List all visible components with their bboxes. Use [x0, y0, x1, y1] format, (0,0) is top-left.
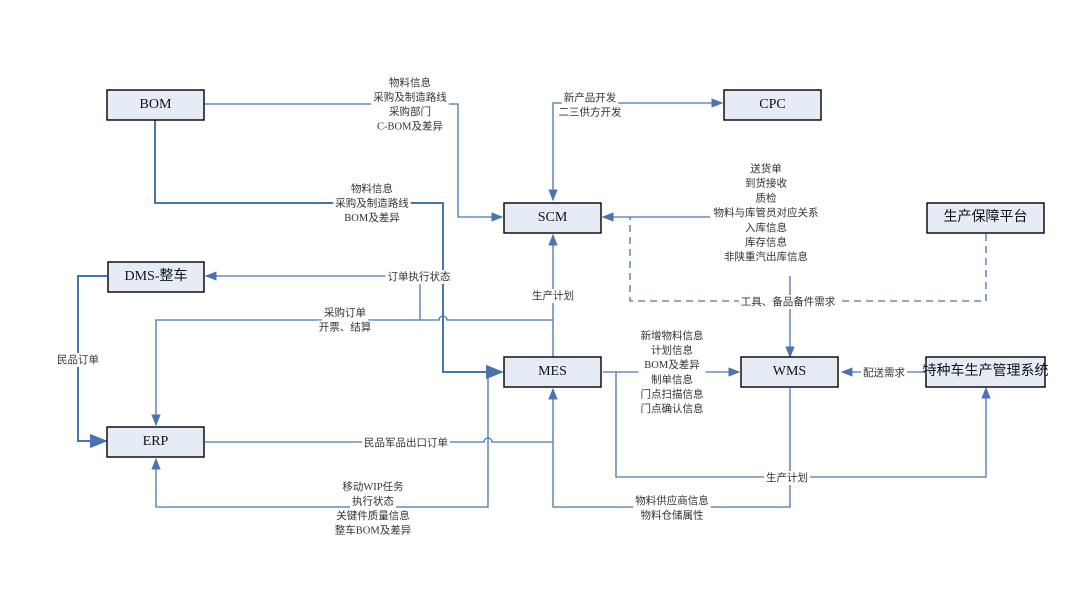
edge-mes-erp	[151, 372, 489, 508]
edge-label-line: 订单执行状态	[388, 270, 451, 283]
edge-label-line: 采购订单	[324, 306, 366, 319]
edge-label-scm-dms: 订单执行状态	[385, 270, 453, 284]
edge-label-platform-wms: 工具、备品备件需求	[738, 295, 838, 309]
edge-label-line: 采购部门	[389, 105, 431, 118]
edge-label-special-wms: 配送需求	[861, 366, 907, 380]
edge-label-line: 新增物料信息	[641, 329, 704, 342]
edge-label-line: 非陕重汽出库信息	[724, 250, 808, 263]
node-cpc[interactable]: CPC	[723, 89, 822, 121]
node-erp[interactable]: ERP	[106, 426, 205, 458]
edge-label-line: 二三供方开发	[559, 106, 622, 119]
node-mes[interactable]: MES	[503, 356, 602, 388]
node-bom-label: BOM	[140, 97, 172, 112]
edge-label-line: 入库信息	[745, 221, 787, 234]
edge-bom-scm	[204, 103, 504, 222]
edge-label-line: C-BOM及差异	[377, 120, 443, 133]
edge-label-line: 物料信息	[389, 76, 431, 89]
node-scm[interactable]: SCM	[503, 202, 602, 234]
edge-label-line: 到货接收	[745, 177, 787, 190]
node-mes-label: MES	[538, 364, 567, 379]
edge-label-line: 采购及制造路线	[335, 197, 409, 210]
edge-label-line: 送货单	[750, 162, 782, 175]
edge-label-line: 新产品开发	[564, 91, 617, 104]
edge-label-line: 生产计划	[532, 289, 574, 302]
edge-bom-mes	[154, 120, 504, 380]
edge-label-erp-mes: 民品军品出口订单	[362, 436, 450, 450]
edge-label-line: 质检	[756, 191, 777, 204]
edge-label-line: 物料与库管员对应关系	[714, 206, 819, 219]
edge-label-line: 民品订单	[57, 354, 99, 366]
node-dms-label: DMS-整车	[124, 267, 187, 284]
edge-label-line: 计划信息	[651, 344, 693, 357]
edge-label-line: 门点确认信息	[641, 402, 704, 415]
edge-label-line: BOM及差异	[344, 211, 399, 224]
edge-label-line: 工具、备品备件需求	[741, 295, 836, 308]
edge-label-mes-scm: 生产计划	[530, 289, 576, 303]
edge-label-line: 开票、结算	[319, 321, 372, 334]
node-cpc-label: CPC	[759, 97, 785, 112]
edge-label-line: 门点扫描信息	[641, 387, 704, 400]
edge-label-line: 关键件质量信息	[336, 509, 410, 522]
edge-label-line: 生产计划	[766, 471, 808, 484]
node-wms[interactable]: WMS	[740, 356, 839, 388]
edge-label-line: 民品军品出口订单	[364, 436, 448, 449]
node-special-vehicle-label: 特种车生产管理系统	[923, 362, 1049, 379]
edge-label-line: 物料信息	[351, 182, 393, 195]
edge-label-line: 制单信息	[651, 373, 693, 386]
node-prod-platform[interactable]: 生产保障平台	[926, 202, 1045, 234]
node-wms-label: WMS	[773, 364, 806, 379]
node-special-vehicle[interactable]: 特种车生产管理系统	[923, 356, 1049, 388]
node-prod-platform-label: 生产保障平台	[944, 209, 1028, 225]
node-dms[interactable]: DMS-整车	[107, 261, 205, 293]
edge-label-line: 物料仓储属性	[641, 509, 704, 522]
edge-scm-erp	[151, 315, 553, 427]
edge-label-line: 配送需求	[863, 366, 905, 379]
node-bom[interactable]: BOM	[106, 89, 205, 121]
edge-label-line: 物料供应商信息	[635, 494, 709, 507]
node-erp-label: ERP	[143, 434, 169, 449]
edge-scm-cpc	[548, 98, 724, 202]
edge-label-line: 移动WIP任务	[342, 480, 404, 493]
edge-label-line: 库存信息	[745, 236, 787, 249]
node-scm-label: SCM	[538, 210, 568, 225]
edge-label-line: 执行状态	[352, 495, 394, 508]
edge-label-line: BOM及差异	[644, 358, 699, 371]
edge-label-dms-erp: 民品订单	[55, 353, 101, 367]
edge-label-line: 整车BOM及差异	[335, 524, 411, 537]
edge-label-line: 采购及制造路线	[373, 91, 447, 104]
edge-label-mes-special: 生产计划	[764, 471, 810, 485]
